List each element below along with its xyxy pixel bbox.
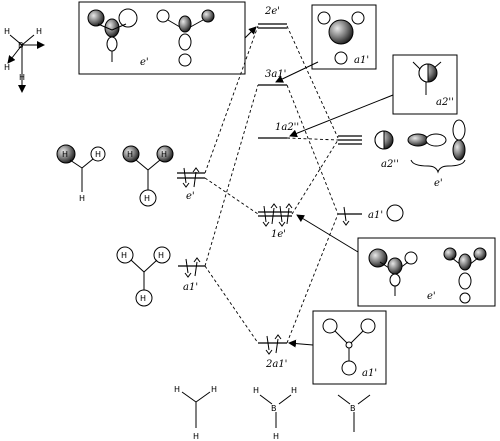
mo-2a1-label: 2a1'	[265, 359, 287, 370]
box-e-prime-mid-label: e'	[427, 291, 436, 302]
h3-e-prime-label: e'	[186, 191, 195, 202]
axis-h-label: H	[4, 63, 10, 72]
axis-h-label: H	[4, 27, 10, 36]
mo-levels: 2e' 3a1' 1a2'' 1e' 2a1'	[258, 6, 299, 370]
b-e-label: e'	[434, 178, 443, 189]
bottom-b-fragment: B	[337, 394, 371, 432]
atom-h-label: H	[127, 150, 133, 159]
atom-b-label: B	[271, 404, 277, 413]
b-p-orbitals: a2'' e'	[374, 119, 466, 189]
mo-2e-label: 2e'	[264, 6, 280, 17]
axis-b-label: B	[18, 41, 24, 50]
atom-h-label: H	[95, 150, 101, 159]
h3-levels: e' a1'	[177, 167, 205, 293]
correlation-lines	[204, 25, 339, 344]
pointer-arrows	[244, 26, 394, 348]
atom-h-label: H	[79, 194, 85, 203]
box-a1-top-label: a1'	[354, 55, 369, 66]
box-e-prime-mid: e'	[357, 237, 496, 307]
atom-h-label: H	[144, 194, 150, 203]
atom-h-label: H	[140, 294, 146, 303]
atom-h-label: H	[161, 150, 167, 159]
axis-h-label: H	[36, 27, 42, 36]
atom-h-label: H	[62, 150, 68, 159]
mo-1a2-label: 1a2''	[275, 122, 299, 133]
coordinate-axes: H H B H H	[4, 27, 45, 93]
box-a2-label: a2''	[436, 97, 454, 108]
axis-h-label: H	[19, 73, 25, 82]
b-levels: a1'	[338, 135, 404, 226]
mo-1e-label: 1e'	[271, 229, 286, 240]
bottom-h3-fragment: H H H	[174, 385, 217, 441]
h3-a1-prime-orbital: H H H	[116, 246, 171, 307]
h3-e-prime-orbitals: H H H H H H	[56, 144, 174, 207]
atom-h-label: H	[121, 251, 127, 260]
atom-h-label: H	[193, 432, 199, 441]
atom-h-label: H	[253, 386, 259, 395]
atom-h-label: H	[211, 385, 217, 394]
box-a1-bottom-label: a1'	[362, 368, 377, 379]
atom-h-label: H	[158, 251, 164, 260]
b-a2-label: a2''	[381, 159, 399, 170]
box-a1-bottom: a1'	[312, 310, 387, 385]
atom-h-label: H	[174, 385, 180, 394]
atom-b-label: B	[350, 404, 356, 413]
atom-h-label: H	[273, 432, 279, 441]
bottom-bh3-fragment: H H B H	[253, 386, 297, 441]
mo-3a1-label: 3a1'	[265, 69, 286, 80]
b-a1-prime-label: a1'	[368, 210, 383, 221]
box-e-prime-top: e'	[78, 1, 246, 75]
atom-h-label: H	[291, 386, 297, 395]
box-e-prime-top-label: e'	[140, 57, 149, 68]
h3-a1-prime-label: a1'	[183, 282, 198, 293]
box-a1-top: a1'	[311, 4, 377, 70]
box-a2-double-prime: a2''	[392, 54, 458, 115]
